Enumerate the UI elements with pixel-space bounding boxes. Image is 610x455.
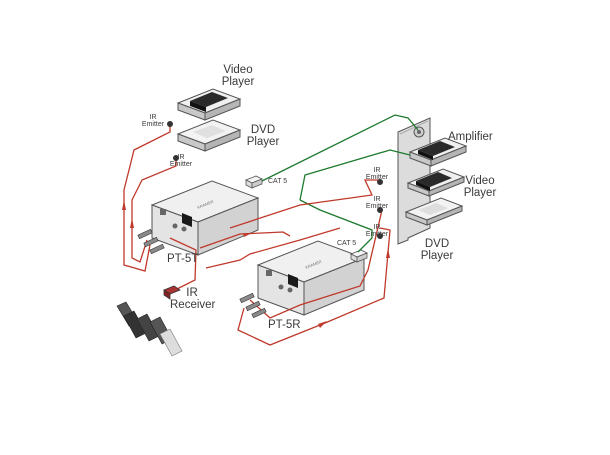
cat5-cables (261, 114, 419, 253)
cat5-top-label: CAT 5 (268, 178, 288, 185)
video-player-top-device (176, 88, 242, 121)
cat5-bottom-label: CAT 5 (337, 240, 357, 247)
plug-connectors-pt5r (239, 292, 267, 319)
pt5r-device: KRAMER (256, 240, 366, 316)
ir-receiver-device (163, 285, 181, 300)
dvd-player-right-device (404, 197, 464, 226)
svg-text:KRAMER: KRAMER (197, 199, 215, 210)
amplifier-device (408, 137, 468, 167)
pt5r-label: PT-5R (268, 319, 301, 331)
remote-controls (116, 301, 183, 357)
ir-emitter-heads (167, 121, 383, 239)
amplifier-label: Amplifier (448, 131, 493, 143)
cat5-connector-bottom (350, 249, 368, 263)
ir-arrows (122, 200, 390, 328)
svg-text:KRAMER: KRAMER (305, 259, 323, 270)
plug-connectors-pt5t (137, 228, 165, 255)
cat5-connector-top (245, 175, 263, 189)
pt5t-device: KRAMER (150, 180, 260, 256)
dvd-player-top-device (176, 119, 242, 152)
pt5t-label: PT-5T (167, 253, 199, 265)
video-player-right-device (406, 168, 466, 197)
